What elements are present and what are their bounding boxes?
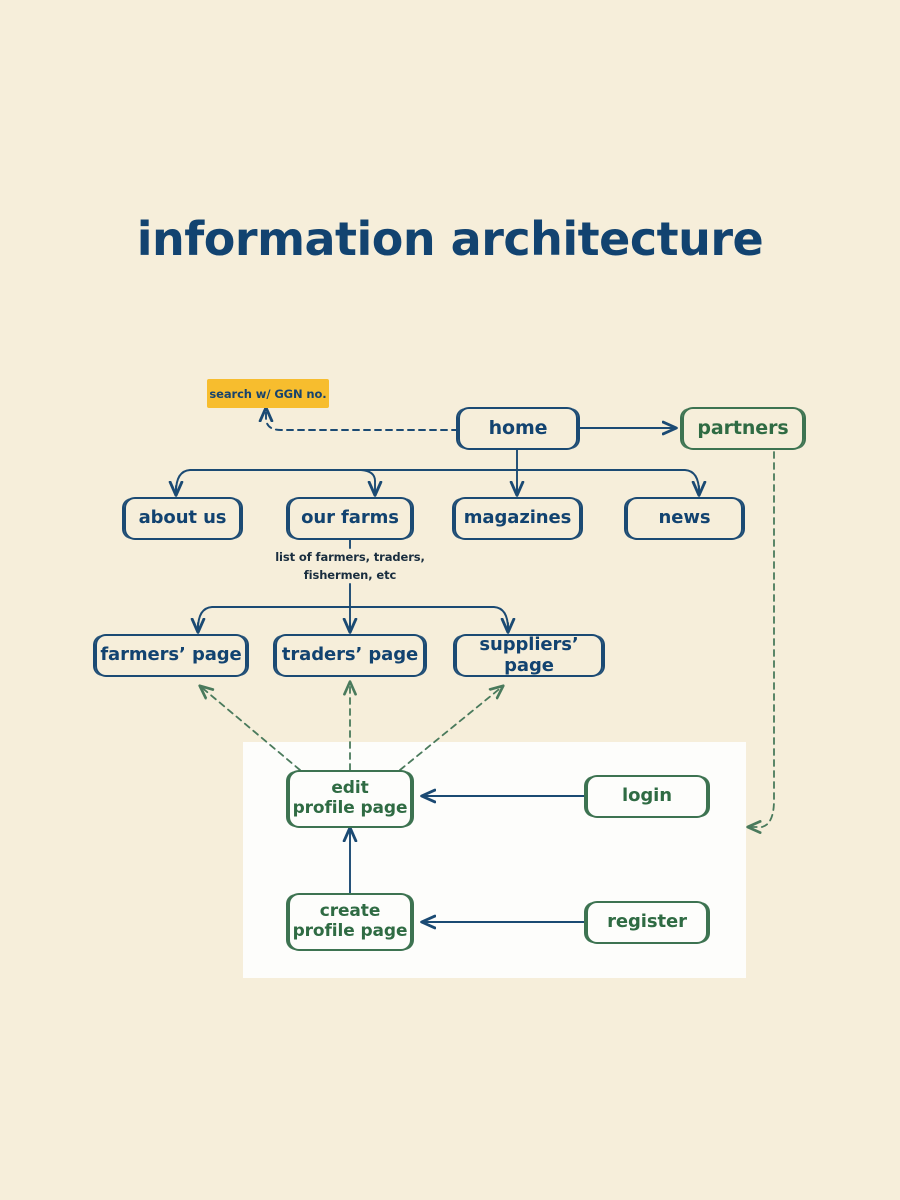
edge-bus-row2 [175, 469, 700, 493]
edge-partners-to-panel [748, 451, 775, 827]
node-create-profile-page[interactable]: create profile page [288, 893, 412, 951]
node-farmers-page[interactable]: farmers’ page [95, 634, 247, 677]
node-traders-page[interactable]: traders’ page [275, 634, 425, 677]
create-profile-line-1: create [319, 901, 381, 922]
search-ggn-tag[interactable]: search w/ GGN no. [207, 379, 329, 408]
node-partners[interactable]: partners [682, 407, 804, 450]
node-our-farms[interactable]: our farms [288, 497, 412, 540]
edit-profile-line-1: edit [331, 778, 369, 799]
node-register[interactable]: register [586, 901, 708, 944]
node-login[interactable]: login [586, 775, 708, 818]
page-title: information architecture [136, 212, 764, 266]
edge-bus-row3 [197, 606, 509, 630]
edge-home-to-search [266, 408, 459, 431]
node-edit-profile-page[interactable]: edit profile page [288, 770, 412, 828]
edge-tick-ourfarms [360, 469, 376, 482]
edit-profile-line-2: profile page [292, 798, 408, 818]
node-news[interactable]: news [626, 497, 743, 540]
node-about-us[interactable]: about us [124, 497, 241, 540]
caption-line-1: list of farmers, traders, [275, 550, 425, 564]
node-home[interactable]: home [458, 407, 578, 450]
node-magazines[interactable]: magazines [454, 497, 581, 540]
create-profile-line-2: profile page [292, 921, 408, 941]
caption-line-2: fishermen, etc [303, 567, 397, 582]
our-farms-caption: list of farmers, traders, fishermen, etc [250, 549, 450, 585]
node-suppliers-page[interactable]: suppliers’ page [455, 634, 603, 677]
